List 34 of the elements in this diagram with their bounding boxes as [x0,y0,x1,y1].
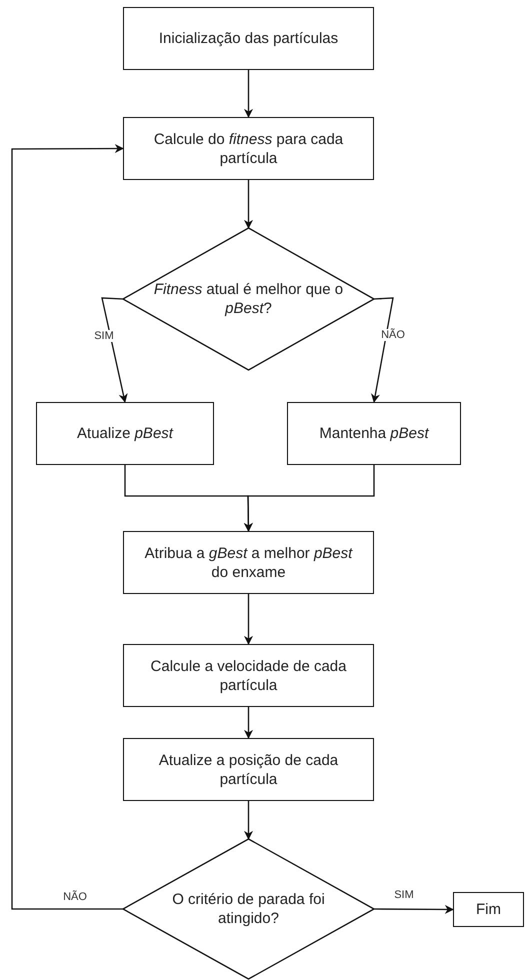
arrow [11,144,124,910]
arrow [244,594,254,645]
step-label: Calcule do fitness para cada partícula [152,130,344,168]
step-label: Calcule a velocidade de cada partícula [150,656,348,694]
step-label: Mantenha pBest [318,424,430,443]
decision-diamond [123,839,374,979]
step-label: Atribua a gBest a melhor pBest do enxame [144,544,354,582]
process-box [123,531,374,594]
process-box [123,117,374,180]
step-label: Fitness atual é melhor que o pBest? [152,280,344,318]
edge-label: SIM [392,889,416,901]
process-box [123,738,374,801]
step-label: Inicialização das partículas [158,29,340,48]
step-label: Atualize a posição de cada partícula [158,750,340,788]
step-label: O critério de parada foi atingido? [171,890,326,928]
process-box [287,402,461,465]
arrow [374,904,454,914]
arrow [371,297,394,403]
arrow [244,707,254,739]
process-box [36,402,214,465]
arrow [244,801,254,840]
edge-label: SIM [92,330,116,342]
process-box [123,644,374,707]
arrow [244,70,254,118]
process-box [123,7,374,70]
step-label: Fim [475,900,502,919]
arrow [244,465,375,532]
arrow [101,297,128,403]
step-label: Atualize pBest [76,424,174,443]
decision-diamond [123,228,374,370]
edge-label: NÃO [61,891,89,903]
arrow [244,180,254,229]
terminal-box [453,892,524,927]
edge-label: NÃO [379,329,407,341]
